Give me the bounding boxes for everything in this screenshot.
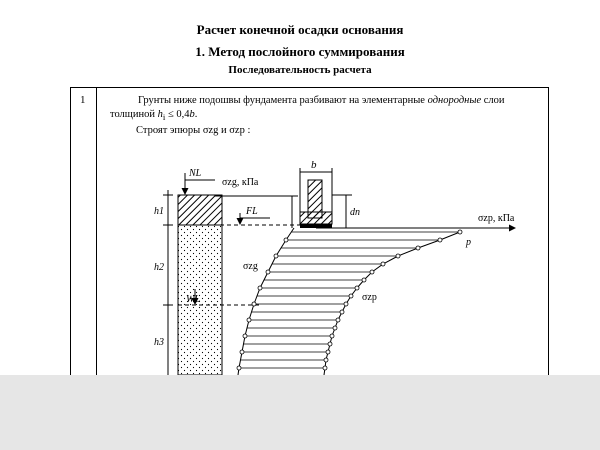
h1-label: h1 (154, 206, 164, 217)
stress-lines (239, 231, 460, 369)
text-run-italic: h (157, 109, 163, 120)
text-run: . (194, 109, 198, 120)
foundation-footing (299, 211, 333, 225)
szp-axis-label: σzp, кПа (478, 213, 515, 224)
step-text-line-3: Строят эпюры σzg и σzp : (136, 125, 251, 136)
foundation-base (300, 224, 332, 228)
nl-label: NL (188, 168, 202, 179)
szg-curve (237, 227, 295, 376)
fill-soil-layer (177, 194, 223, 226)
h3-label: h3 (154, 337, 164, 348)
step-number: 1 (80, 94, 86, 106)
frame-divider (96, 87, 97, 387)
b-label: b (311, 159, 317, 171)
p-label: p (465, 237, 471, 248)
szp-curve-label: σzp (362, 292, 377, 303)
curve-nodes (236, 229, 463, 371)
wl-label: WL (186, 294, 200, 305)
text-run-italic: b (189, 109, 195, 120)
step-text-line-1: Грунты ниже подошвы фундамента разбивают… (138, 94, 505, 108)
text-run: ≤ 0,4 (165, 109, 190, 120)
section-heading: Последовательность расчета (228, 64, 372, 76)
page-title: Расчет конечной осадки основания (196, 22, 404, 37)
footer-band (0, 375, 600, 450)
text-run: слои (481, 95, 505, 106)
fl-label: FL (245, 206, 258, 217)
szg-curve-label: σzg (243, 261, 258, 272)
page-subtitle: 1. Метод послойного суммирования (195, 44, 405, 59)
step-text-line-2: толщиной hi ≤ 0,4b. (110, 108, 197, 124)
text-run: Грунты ниже подошвы фундамента разбивают… (138, 95, 428, 106)
h2-label: h2 (154, 262, 164, 273)
dn-label: dn (350, 207, 360, 218)
szg-axis-label: σzg, кПа (222, 177, 259, 188)
foundation-soil-column (177, 224, 223, 376)
subscript: i (162, 112, 166, 123)
text-run: толщиной (110, 109, 158, 120)
text-run-italic: однородные (427, 95, 482, 106)
